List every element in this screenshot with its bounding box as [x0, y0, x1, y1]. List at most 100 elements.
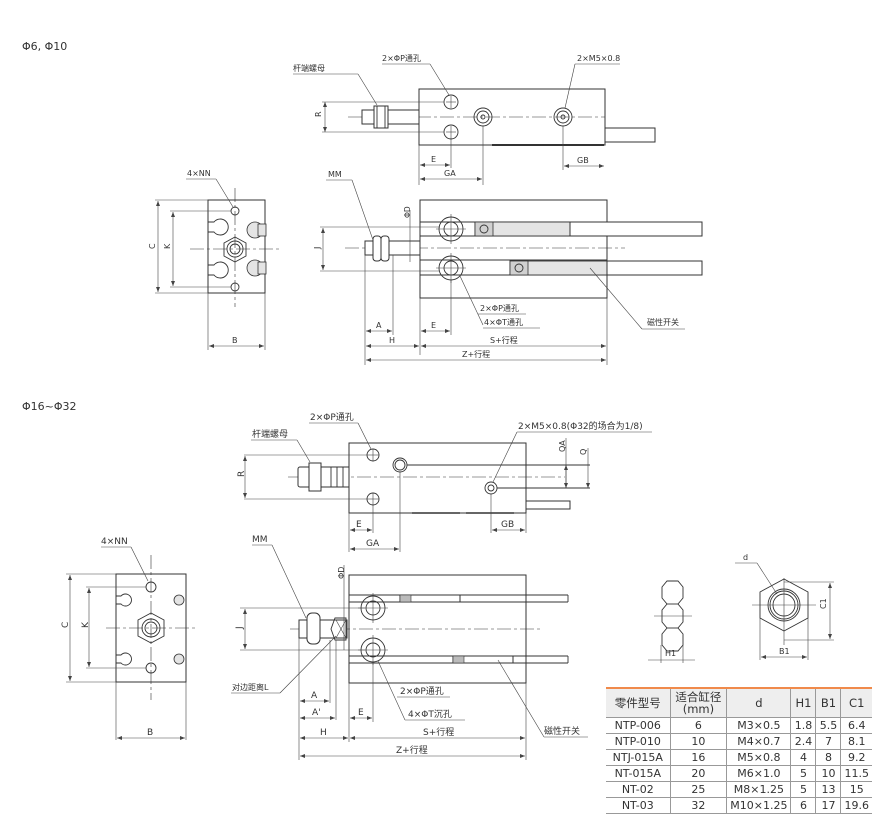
small-top-hole-p2: [443, 124, 459, 140]
small-front-dim-z-stroke: Z+行程: [462, 349, 490, 359]
cell-b1: 13: [815, 781, 842, 798]
nut-dim-d: d: [743, 553, 748, 562]
cell-part: NTP-006: [606, 717, 671, 734]
large-end-dim-b: B: [147, 728, 153, 738]
large-front-rod: [298, 619, 348, 639]
cell-d: M4×0.7: [726, 733, 792, 750]
small-front-label-mm: MM: [328, 170, 342, 179]
cell-d: M5×0.8: [726, 749, 792, 766]
large-front-label-switch: 磁性开关: [544, 725, 580, 737]
table-row: NT-015A 20 M6×1.0 5 10 11.5: [606, 765, 872, 782]
cell-bore: 20: [669, 765, 728, 782]
cell-h1: 1.8: [790, 717, 817, 734]
small-front-dim-phi-d: ΦD: [403, 206, 412, 218]
large-end-hex-nut: [137, 612, 165, 644]
small-top-hole-p1: [443, 94, 459, 110]
large-front-dim-h: H: [320, 728, 327, 738]
cell-bore: 6: [669, 717, 728, 734]
header-bore: 适合缸径(mm): [669, 687, 728, 718]
large-front-label-mm: MM: [252, 535, 268, 545]
small-end-dim-k: K: [163, 243, 172, 249]
cell-d: M6×1.0: [726, 765, 792, 782]
large-top-view: R QA Q E GA GB 杆端螺母 2×ΦP通孔 2×M5×0.8(Φ32的…: [237, 412, 652, 552]
cell-bore: 16: [669, 749, 728, 766]
cell-part: NTP-010: [606, 733, 671, 750]
large-top-rod-nut: [308, 462, 322, 492]
cell-c1: 19.6: [840, 797, 872, 814]
nut-dim-c1: C1: [819, 598, 828, 609]
large-end-label-nn: 4×NN: [101, 537, 128, 547]
small-top-view: R E GA GB 杆端螺母 2×ΦP通孔 2×M5×0.8: [293, 53, 656, 185]
small-end-body: [207, 199, 266, 294]
small-front-body: [419, 199, 608, 299]
small-end-hex-nut: [223, 236, 247, 263]
large-front-dim-e: E: [358, 708, 364, 718]
table-row: NTP-006 6 M3×0.5 1.8 5.5 6.4: [606, 717, 872, 734]
cell-c1: 9.2: [840, 749, 872, 766]
nut-dim-b1: B1: [779, 647, 790, 656]
large-front-label-hole-p: 2×ΦP通孔: [400, 686, 444, 697]
large-top-body: [348, 442, 527, 514]
table-row: NTJ-015A 16 M5×0.8 4 8 9.2: [606, 749, 872, 766]
small-front-label-hole-t: 4×ΦT通孔: [484, 317, 523, 327]
cell-part: NTJ-015A: [606, 749, 671, 766]
cell-b1: 10: [815, 765, 842, 782]
nut-spec-table: 零件型号 适合缸径(mm) d H1 B1 C1 NTP-006 6 M3×0.…: [606, 687, 872, 814]
small-label-through-hole-p: 2×ΦP通孔: [382, 53, 421, 63]
cell-part: NT-02: [606, 781, 671, 798]
header-bore-line1: 适合缸径: [675, 690, 722, 704]
section-title-small-bore: Φ6, Φ10: [22, 40, 68, 53]
cell-part: NT-03: [606, 797, 671, 814]
small-front-dim-e: E: [431, 321, 436, 330]
large-end-view: C K B 4×NN: [61, 537, 196, 740]
cell-b1: 5.5: [815, 717, 842, 734]
header-b1: B1: [815, 687, 842, 718]
nut-detail: H1 C1 B1 d: [648, 553, 834, 663]
small-front-dim-s-stroke: S+行程: [490, 335, 518, 345]
small-label-rod-nut: 杆端螺母: [293, 63, 325, 73]
small-dim-ga: GA: [444, 169, 456, 178]
cell-h1: 4: [790, 749, 817, 766]
small-label-port: 2×M5×0.8: [577, 54, 620, 63]
small-top-rod-nut: [373, 105, 389, 129]
cell-c1: 6.4: [840, 717, 872, 734]
table-header-row: 零件型号 适合缸径(mm) d H1 B1 C1: [606, 687, 872, 718]
nut-side-view: H1: [648, 580, 695, 663]
large-front-dim-s-stroke: S+行程: [423, 726, 454, 738]
cell-bore: 10: [669, 733, 728, 750]
small-end-dim-c: C: [148, 243, 157, 249]
large-front-dim-z-stroke: Z+行程: [396, 744, 428, 756]
cell-d: M3×0.5: [726, 717, 792, 734]
small-end-label-nn: 4×NN: [187, 169, 211, 178]
cell-part: NT-015A: [606, 765, 671, 782]
small-front-dim-h: H: [389, 336, 395, 345]
cell-h1: 2.4: [790, 733, 817, 750]
large-top-dim-q: Q: [579, 449, 588, 455]
cell-h1: 5: [790, 765, 817, 782]
small-dim-gb: GB: [577, 156, 589, 165]
large-front-label-flat: 对边距离L: [232, 682, 269, 692]
small-end-view: C K B 4×NN: [148, 169, 280, 350]
table-row: NTP-010 10 M4×0.7 2.4 7 8.1: [606, 733, 872, 750]
large-top-dim-ga: GA: [366, 539, 380, 549]
cell-b1: 17: [815, 797, 842, 814]
cell-b1: 7: [815, 733, 842, 750]
cell-d: M8×1.25: [726, 781, 792, 798]
large-front-view: ΦD J A A' E H S+行程 Z+行程 MM 对边距离L 2×ΦP通孔: [231, 535, 588, 760]
large-front-dim-a-prime: A': [312, 708, 321, 718]
table-row: NT-02 25 M8×1.25 5 13 15: [606, 781, 872, 798]
cell-h1: 6: [790, 797, 817, 814]
large-label-port: 2×M5×0.8(Φ32的场合为1/8): [518, 420, 643, 432]
cell-c1: 8.1: [840, 733, 872, 750]
large-top-dim-e: E: [356, 520, 362, 530]
table-row: NT-03 32 M10×1.25 6 17 19.6: [606, 797, 872, 814]
small-front-view: ΦD J A E H S+行程 Z+行程 MM 2×ΦP通孔 4×ΦT通孔 磁性…: [313, 170, 703, 365]
cell-bore: 32: [669, 797, 728, 814]
small-end-dim-b: B: [232, 336, 238, 345]
header-part-number: 零件型号: [606, 687, 671, 718]
large-front-dim-j: J: [235, 626, 245, 630]
small-front-label-switch: 磁性开关: [647, 317, 679, 327]
cell-bore: 25: [669, 781, 728, 798]
header-bore-line2: (mm): [682, 702, 715, 716]
cell-d: M10×1.25: [726, 797, 792, 814]
